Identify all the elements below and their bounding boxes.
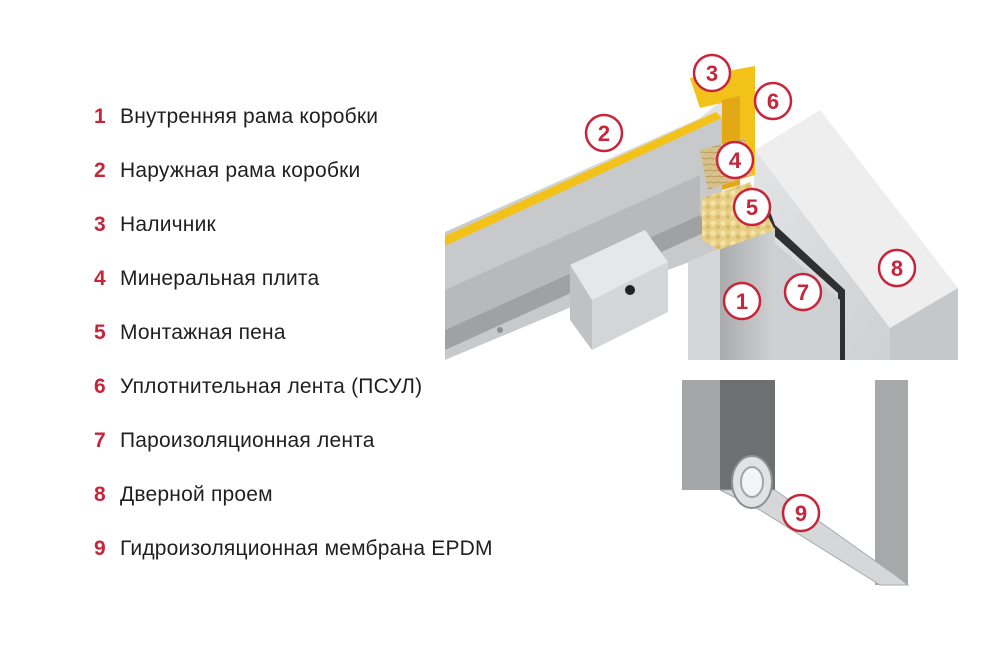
callout-4: 4: [715, 140, 755, 180]
legend-label: Минеральная плита: [120, 267, 320, 290]
epdm-roll-core: [740, 466, 764, 498]
frame-corner-illustration: [445, 66, 958, 360]
callout-2: 2: [584, 113, 624, 153]
callout-5: 5: [732, 187, 772, 227]
legend-number: 3: [94, 213, 106, 236]
callout-8: 8: [877, 248, 917, 288]
callout-1-label: 1: [736, 289, 748, 314]
callout-3: 3: [692, 53, 732, 93]
legend-number: 1: [94, 105, 106, 128]
legend-number: 6: [94, 375, 106, 398]
legend-label: Наличник: [120, 213, 216, 236]
vapor-barrier-tape: [755, 190, 845, 360]
callout-4-label: 4: [729, 148, 742, 173]
mounting-plate-side: [570, 265, 592, 350]
mounting-plate-front: [592, 262, 668, 350]
callout-7-label: 7: [797, 280, 809, 305]
legend-item-2: 2 Наружная рама коробки: [94, 154, 360, 188]
outer-frame-groove: [445, 175, 700, 330]
legend-item-8: 8 Дверной проем: [94, 478, 273, 512]
callout-6: 6: [753, 81, 793, 121]
legend-item-9: 9 Гидроизоляционная мембрана EPDM: [94, 532, 493, 566]
callout-9: 9: [781, 493, 821, 533]
inner-frame-left: [688, 248, 720, 360]
mounting-bolt-hole: [625, 285, 635, 295]
wall-post-right: [875, 380, 908, 585]
legend-label: Пароизоляционная лента: [120, 429, 375, 452]
legend-label: Наружная рама коробки: [120, 159, 361, 182]
callout-3-label: 3: [706, 61, 718, 86]
epdm-membrane-strip: [719, 489, 910, 586]
legend-item-6: 6 Уплотнительная лента (ПСУЛ): [94, 370, 422, 404]
legend-label: Монтажная пена: [120, 321, 286, 344]
architrave-tape-strip: [445, 112, 722, 246]
legend-item-7: 7 Пароизоляционная лента: [94, 424, 375, 458]
screw-head: [497, 327, 503, 333]
callout-5-label: 5: [746, 195, 758, 220]
legend-number: 4: [94, 267, 106, 290]
wall-side-face: [890, 288, 958, 360]
legend-item-4: 4 Минеральная плита: [94, 262, 319, 296]
legend-number: 8: [94, 483, 106, 506]
callout-7: 7: [783, 272, 823, 312]
callout-9-label: 9: [795, 501, 807, 526]
legend-number: 5: [94, 321, 106, 344]
legend-label: Дверной проем: [120, 483, 273, 506]
callout-2-label: 2: [598, 121, 610, 146]
legend-number: 7: [94, 429, 106, 452]
legend-item-3: 3 Наличник: [94, 208, 216, 242]
mounting-plate-top: [570, 230, 668, 300]
callout-8-label: 8: [891, 256, 903, 281]
membrane-illustration: [682, 380, 910, 586]
legend-number: 2: [94, 159, 106, 182]
legend-item-5: 5 Монтажная пена: [94, 316, 286, 350]
frame-post-light: [682, 380, 720, 490]
legend-label: Внутренняя рама коробки: [120, 105, 379, 128]
legend-number: 9: [94, 537, 106, 560]
legend-item-1: 1 Внутренняя рама коробки: [94, 100, 378, 134]
legend-label: Уплотнительная лента (ПСУЛ): [120, 375, 423, 398]
callout-6-label: 6: [767, 89, 779, 114]
legend-label: Гидроизоляционная мембрана EPDM: [120, 537, 493, 560]
callout-1: 1: [722, 281, 762, 321]
